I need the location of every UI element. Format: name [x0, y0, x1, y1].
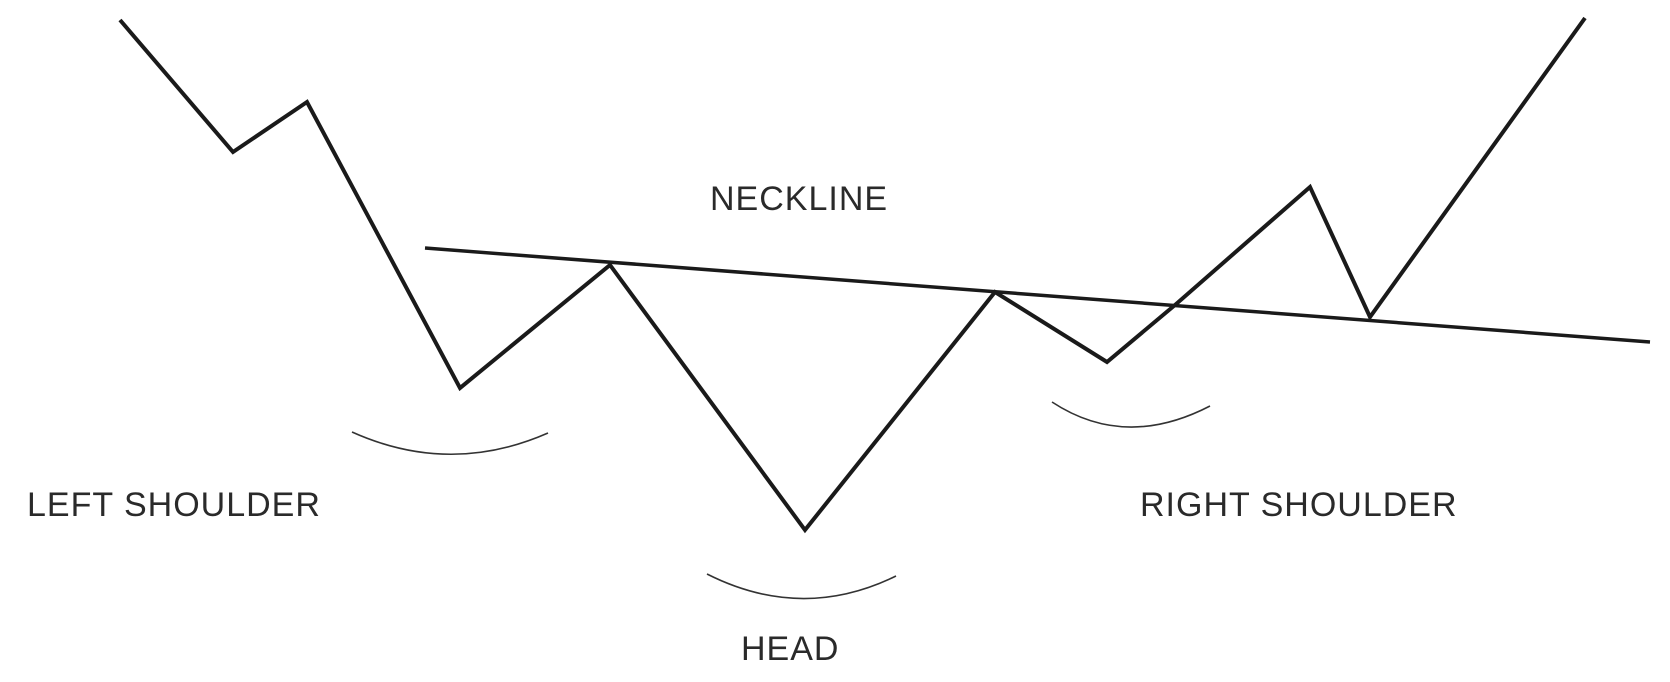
- left-shoulder-arc: [351, 431, 549, 455]
- right-shoulder-label: RIGHT SHOULDER: [1140, 486, 1458, 524]
- neckline-label: NECKLINE: [710, 180, 888, 218]
- head-arc: [706, 573, 897, 600]
- head-label: HEAD: [741, 630, 839, 668]
- price-path-line: [118, 16, 1587, 534]
- neckline-line: [424, 246, 1651, 344]
- left-shoulder-label: LEFT SHOULDER: [27, 486, 321, 524]
- right-shoulder-arc: [1051, 401, 1211, 428]
